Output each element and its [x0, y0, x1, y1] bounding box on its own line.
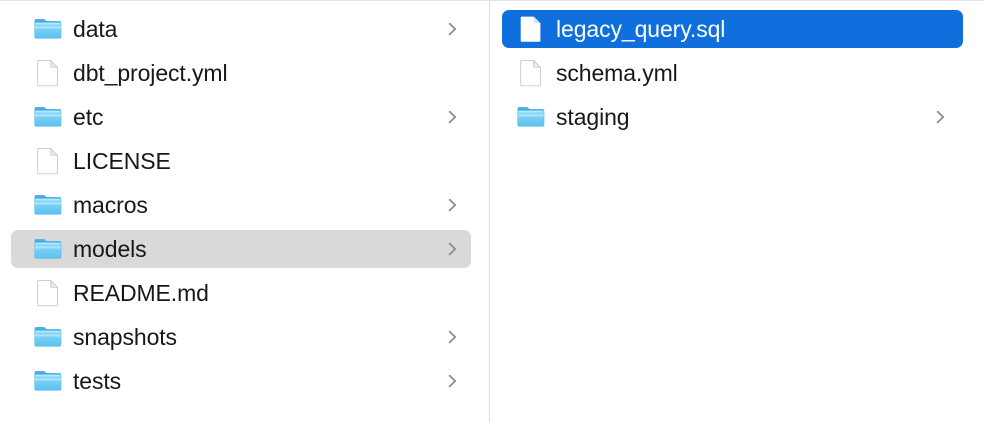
item-label: snapshots [73, 324, 177, 350]
folder-row[interactable]: etc [0, 95, 489, 139]
document-icon [33, 146, 63, 176]
finder-column-child: legacy_query.sql schema.yml staging [490, 1, 983, 422]
row-selection-highlight [502, 10, 963, 48]
chevron-right-icon[interactable] [441, 370, 463, 392]
chevron-right-icon[interactable] [441, 18, 463, 40]
document-icon [516, 14, 546, 44]
row-content: README.md [0, 271, 489, 315]
row-content: dbt_project.yml [0, 51, 489, 95]
finder-column-parent: data dbt_project.yml etc [0, 1, 490, 422]
row-content: snapshots [0, 315, 489, 359]
file-row[interactable]: README.md [0, 271, 489, 315]
row-content: legacy_query.sql [490, 7, 983, 51]
item-label: staging [556, 104, 630, 130]
item-label: data [73, 16, 118, 42]
folder-icon [33, 322, 63, 352]
folder-row[interactable]: data [0, 7, 489, 51]
chevron-right-icon[interactable] [441, 194, 463, 216]
row-content: models [0, 227, 489, 271]
folder-icon [33, 366, 63, 396]
row-content: etc [0, 95, 489, 139]
file-row[interactable]: LICENSE [0, 139, 489, 183]
item-label: schema.yml [556, 60, 678, 86]
folder-icon [516, 102, 546, 132]
file-row[interactable]: legacy_query.sql [490, 7, 983, 51]
document-icon [33, 278, 63, 308]
row-content: tests [0, 359, 489, 403]
folder-icon [33, 102, 63, 132]
file-row[interactable]: schema.yml [490, 51, 983, 95]
document-icon [516, 58, 546, 88]
folder-icon [33, 190, 63, 220]
folder-row[interactable]: models [0, 227, 489, 271]
row-content: LICENSE [0, 139, 489, 183]
row-content: schema.yml [490, 51, 983, 95]
folder-row[interactable]: snapshots [0, 315, 489, 359]
item-label: dbt_project.yml [73, 60, 228, 86]
document-icon [33, 58, 63, 88]
file-row[interactable]: dbt_project.yml [0, 51, 489, 95]
folder-row[interactable]: macros [0, 183, 489, 227]
row-content: macros [0, 183, 489, 227]
folder-icon [33, 234, 63, 264]
item-label: LICENSE [73, 148, 171, 174]
folder-icon [33, 14, 63, 44]
folder-row[interactable]: staging [490, 95, 983, 139]
item-label: models [73, 236, 147, 262]
item-label: legacy_query.sql [556, 16, 726, 42]
chevron-right-icon[interactable] [441, 106, 463, 128]
chevron-right-icon[interactable] [441, 238, 463, 260]
chevron-right-icon[interactable] [929, 106, 951, 128]
row-content: data [0, 7, 489, 51]
item-label: macros [73, 192, 148, 218]
row-selection-highlight [11, 230, 471, 268]
row-content: staging [490, 95, 983, 139]
chevron-right-icon[interactable] [441, 326, 463, 348]
item-label: tests [73, 368, 122, 394]
folder-row[interactable]: tests [0, 359, 489, 403]
item-label: etc [73, 104, 104, 130]
item-label: README.md [73, 280, 209, 306]
